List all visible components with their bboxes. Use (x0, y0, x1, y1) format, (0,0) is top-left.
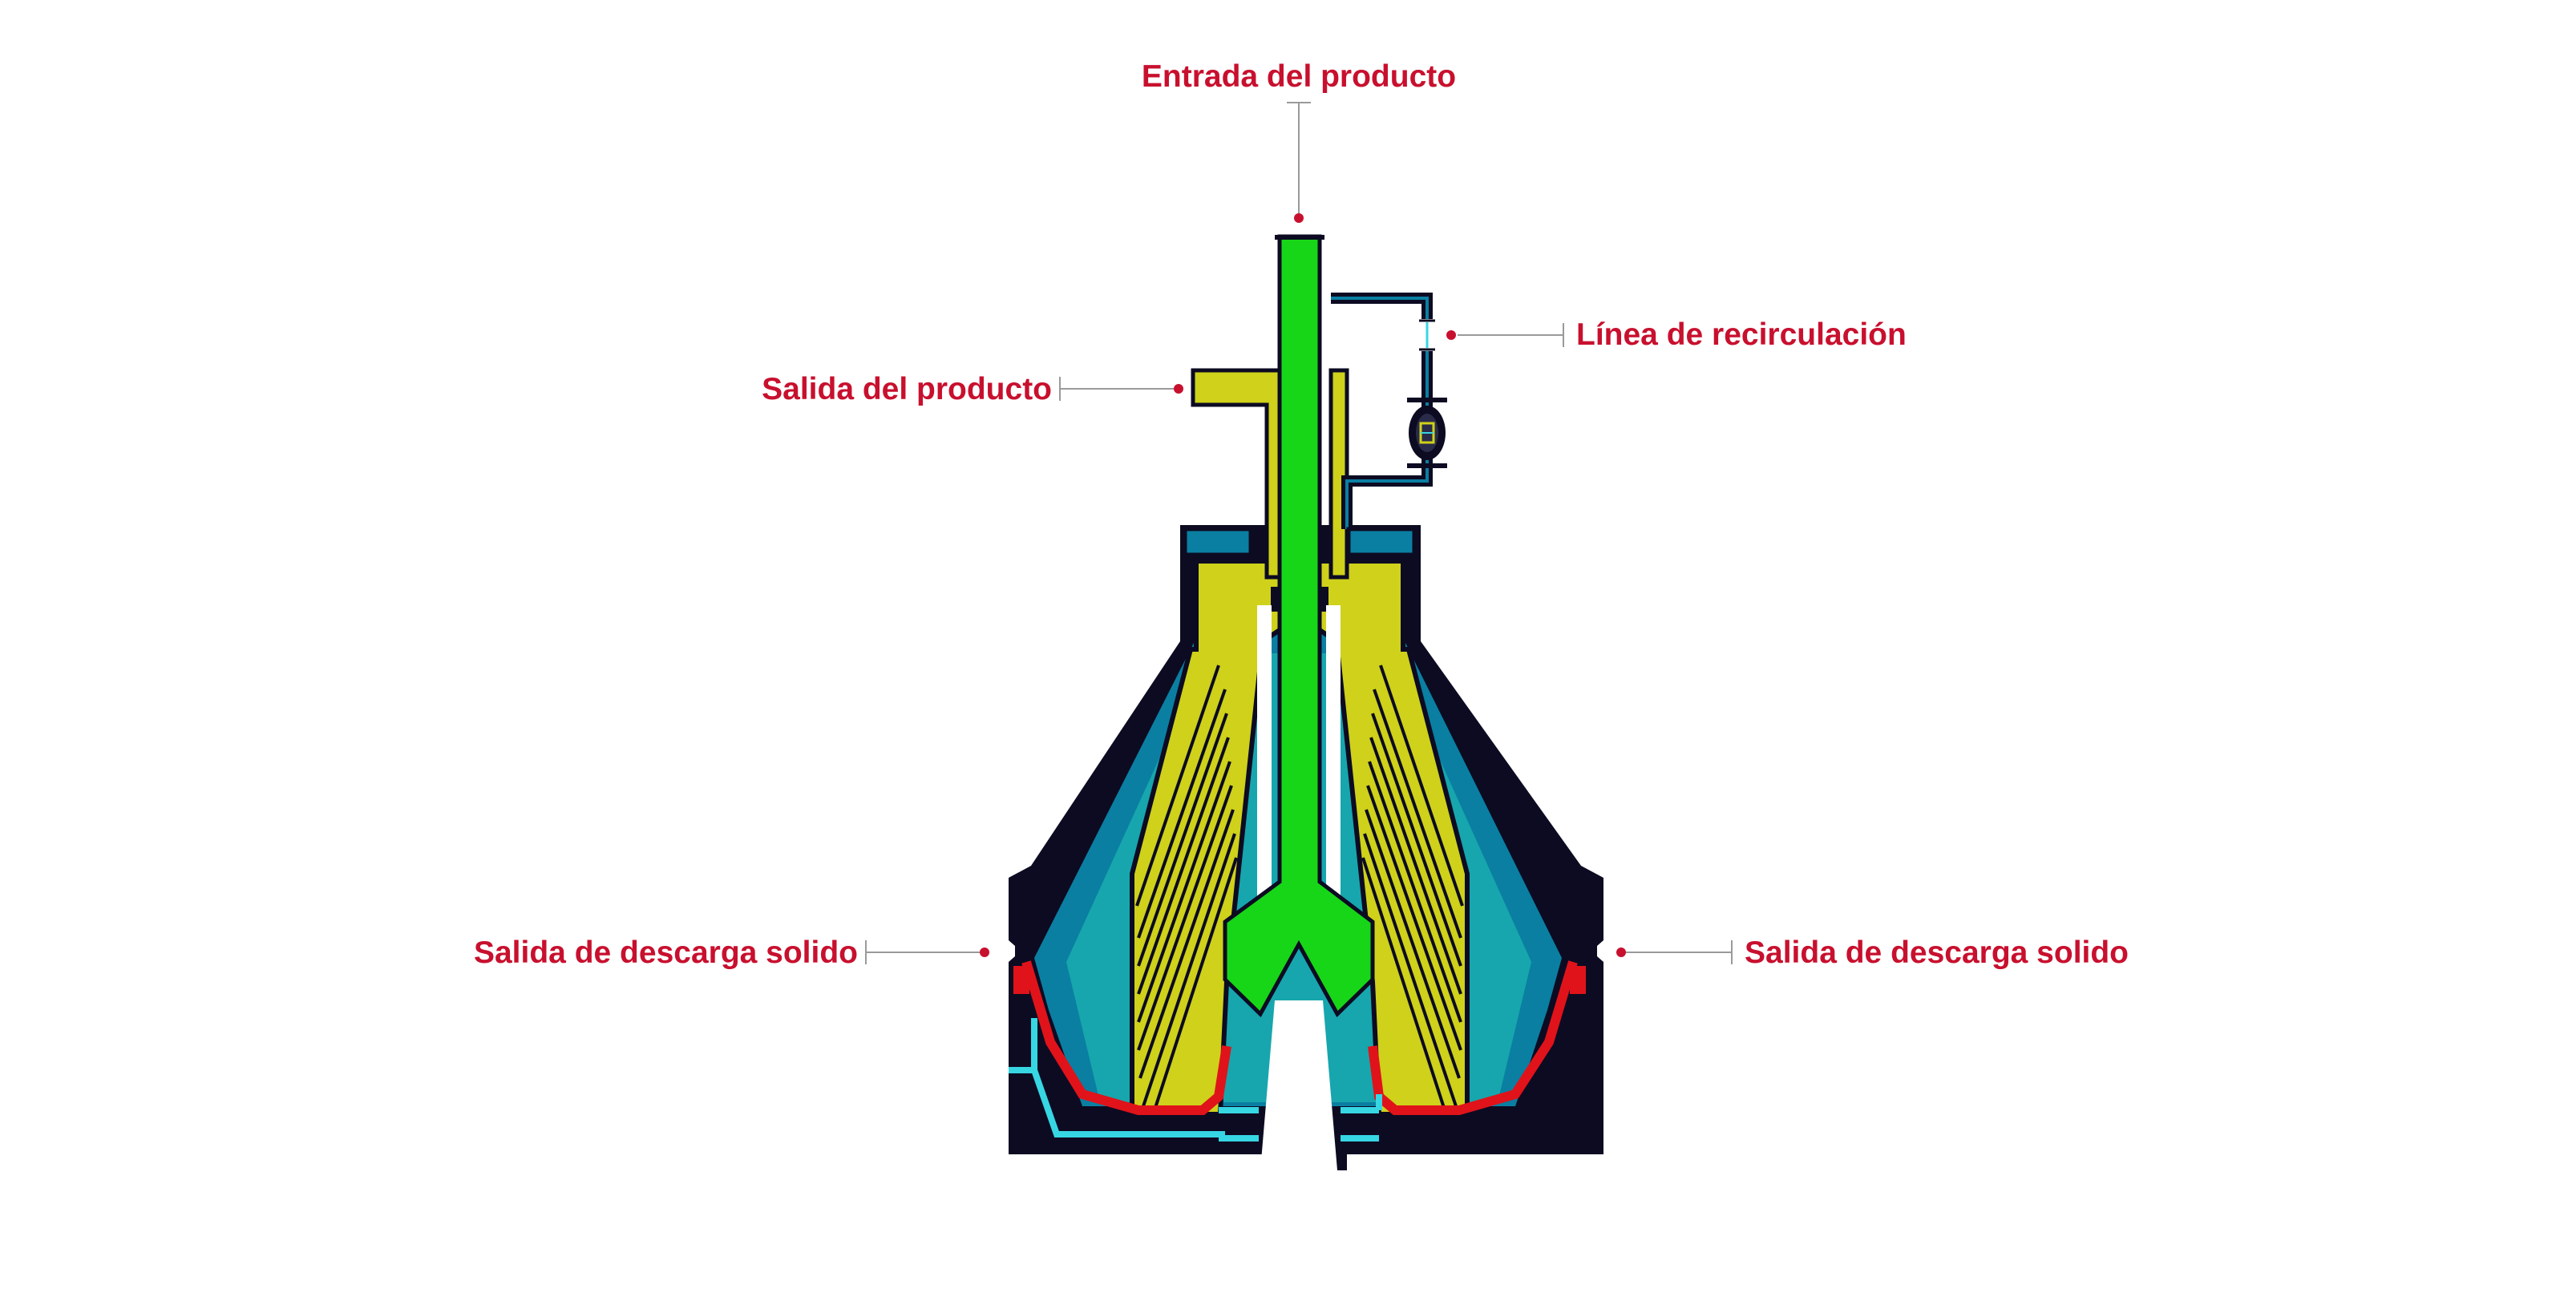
top-cap-left (1183, 527, 1253, 557)
marker-solid-right (1616, 948, 1626, 957)
label-solid-discharge-right: Salida de descarga solido (1745, 935, 2129, 970)
disc-lines-right (1361, 665, 1464, 1111)
spindle-gap (1260, 1000, 1337, 1170)
seal-block-right (1570, 966, 1586, 994)
leader-lines (865, 102, 1733, 964)
label-recirculation-line: Línea de recirculación (1576, 317, 1907, 352)
cooling-lines (1009, 1018, 1382, 1141)
white-channel-left (1257, 605, 1272, 934)
marker-solid-left (980, 948, 989, 957)
marker-recirculation (1446, 330, 1456, 340)
white-channel-right (1326, 605, 1341, 934)
disc-lines-left (1135, 665, 1238, 1111)
label-product-inlet: Entrada del producto (1142, 59, 1456, 94)
product-outlet-pipe-right (1328, 368, 1349, 580)
feed-tube (1223, 234, 1375, 1018)
centrifuge-illustration (1009, 234, 1603, 1170)
marker-product-outlet (1174, 384, 1183, 394)
seal-left (1021, 960, 1231, 1115)
seal-block-left (1013, 966, 1029, 994)
leader-markers (980, 213, 1626, 957)
marker-product-inlet (1294, 213, 1304, 223)
labels: Entrada del producto Línea de recirculac… (474, 59, 2129, 970)
recirculation-line-inner (1331, 297, 1429, 529)
recirculation-valve (1407, 319, 1447, 468)
label-product-outlet: Salida del producto (762, 372, 1052, 406)
top-cap-right (1346, 527, 1417, 557)
label-solid-discharge-left: Salida de descarga solido (474, 935, 858, 970)
